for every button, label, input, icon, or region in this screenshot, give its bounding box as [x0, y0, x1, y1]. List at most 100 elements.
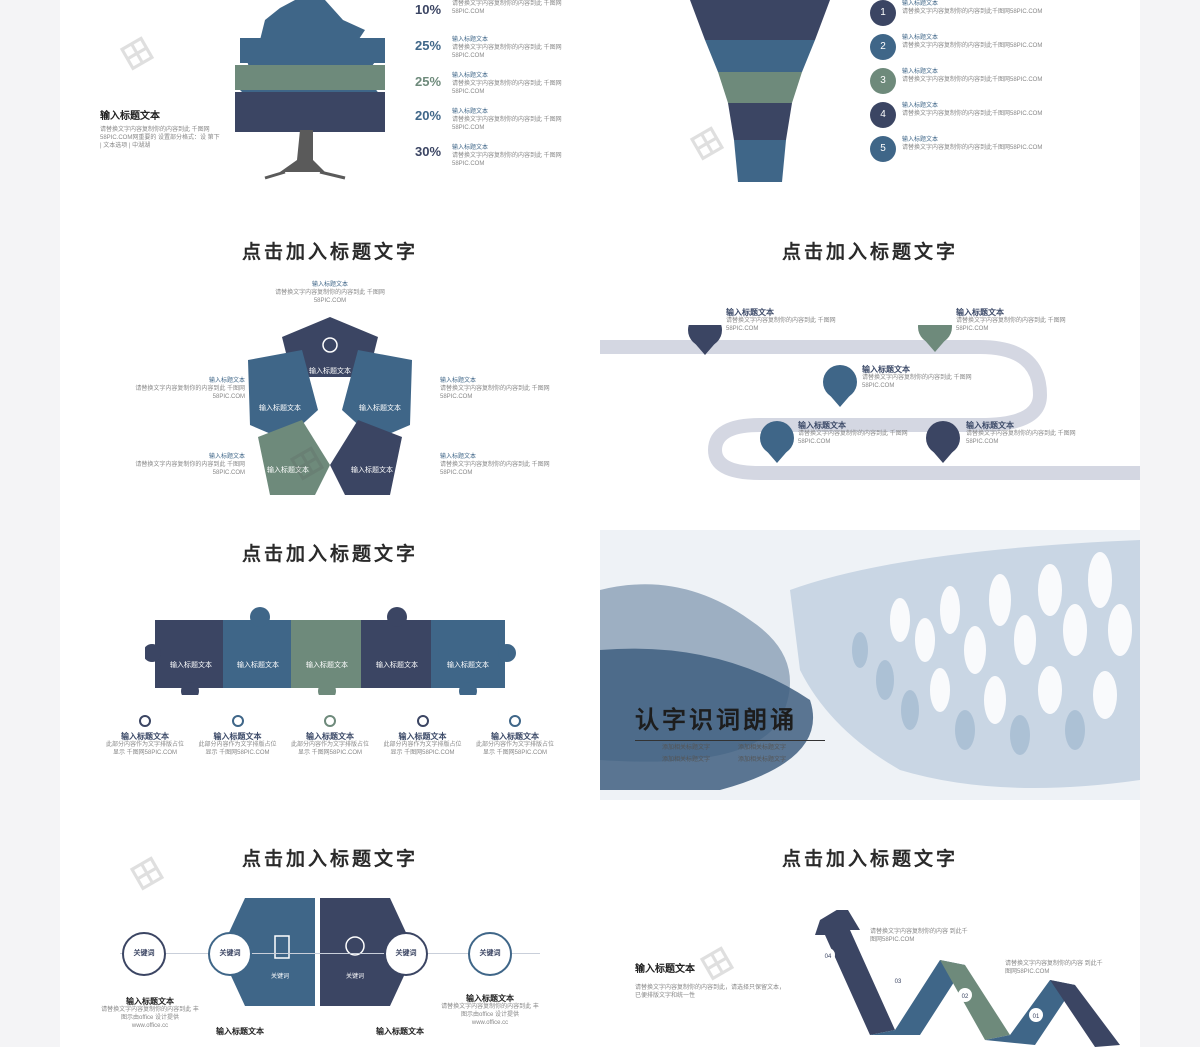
- slide-arrow[interactable]: 点击加入标题文字 04 03 02 01 请替换文字内容复制你的内容 到此千图网…: [600, 830, 1140, 1047]
- slide-pentagon[interactable]: 点击加入标题文字 输入标题文本 请替换文字内容复制你的内容到此 千图网58PIC…: [60, 225, 600, 515]
- keyword-circle: 关键词: [208, 932, 252, 976]
- pentagon-side-label: 输入标题文本: [208, 454, 245, 460]
- slide-funnel[interactable]: 1 输入标题文本请替换文字内容复制你的内容到此千图网58PIC.COM 2 输入…: [600, 0, 1140, 205]
- tree-items: 请替换文字内容复制你的内容到此 千图网58PIC.COM 输入标题文本请替换文字…: [452, 0, 562, 180]
- puzzle-caption: 输入标题文本此部分内容作为文字排版占位 显示 千图网58PIC.COM: [475, 715, 555, 757]
- tree-item-desc: 请替换文字内容复制你的内容到此 千图网58PIC.COM: [452, 117, 562, 131]
- slide-title: 点击加入标题文字: [241, 848, 418, 870]
- funnel-icon: [690, 0, 830, 182]
- tree-item-title: 输入标题文本: [452, 73, 489, 79]
- road-desc: 请替换文字内容复制你的内容到此 千图网58PIC.COM: [798, 431, 908, 445]
- tree-desc: 请替换文字内容复制你的内容到此 千图网58PIC.COM网重要的 设置部分格式：…: [100, 127, 220, 149]
- road-item: 输入标题文本请替换文字内容复制你的内容到此 千图网58PIC.COM: [862, 366, 972, 390]
- slide-tree[interactable]: 输入标题文本 请替换文字内容复制你的内容到此 千图网58PIC.COM网重要的 …: [60, 0, 600, 205]
- hexa-url: www.office.cc: [131, 1023, 169, 1029]
- slide-puzzle[interactable]: 点击加入标题文字 输入标题文本 输入标题文本 输入标题文本 输入标题文本 输入标…: [60, 525, 600, 815]
- arrow-step: 01: [1033, 1014, 1040, 1020]
- step-number: 5: [870, 136, 896, 162]
- slide-road[interactable]: 点击加入标题文字 输入标题文本请替换文字内容复制你的内容到此 千图网58PIC.…: [600, 225, 1140, 515]
- tree-item-title: 输入标题文本: [452, 37, 489, 43]
- slide-cover[interactable]: 认字识词朗诵 添加相关标题文字 添加相关标题文字 添加相关标题文字 添加相关标题…: [600, 530, 1140, 800]
- pentagon-side-label: 输入标题文本: [440, 378, 477, 384]
- cover-title: 认字识词朗诵: [635, 705, 797, 734]
- tree-item-desc: 请替换文字内容复制你的内容到此 千图网58PIC.COM: [452, 81, 562, 95]
- funnel-item: 5 输入标题文本请替换文字内容复制你的内容到此千图网58PIC.COM: [870, 136, 1042, 170]
- pentagon-diagram: 输入标题文本 输入标题文本 输入标题文本 输入标题文本 输入标题文本: [248, 317, 412, 495]
- arrow-step: 02: [962, 994, 969, 1000]
- road-item: 输入标题文本请替换文字内容复制你的内容到此 千图网58PIC.COM: [726, 309, 836, 333]
- pentagon-side-label: 输入标题文本: [208, 378, 245, 384]
- road-item: 输入标题文本请替换文字内容复制你的内容到此 千图网58PIC.COM: [956, 309, 1066, 333]
- hexagon-diagram: 关键词 关键词: [220, 898, 415, 1006]
- pentagon-inner-label: 输入标题文本: [267, 465, 309, 474]
- road-desc: 请替换文字内容复制你的内容到此 千图网58PIC.COM: [726, 318, 836, 332]
- pin-icon: [823, 365, 857, 407]
- funnel-item-title: 输入标题文本: [902, 103, 939, 109]
- pct-value: 30%: [415, 144, 442, 159]
- road-label: 输入标题文本: [798, 421, 846, 430]
- pentagon-side-desc: 请替换文字内容复制你的内容到此 千图网58PIC.COM: [440, 462, 550, 476]
- pin-icon: [760, 421, 794, 463]
- pentagon-left-top: 输入标题文本 请替换文字内容复制你的内容到此 千图网58PIC.COM: [135, 377, 245, 401]
- funnel-items: 1 输入标题文本请替换文字内容复制你的内容到此千图网58PIC.COM 2 输入…: [870, 0, 1042, 170]
- slide-title: 点击加入标题文字: [241, 543, 418, 565]
- road-label: 输入标题文本: [966, 421, 1014, 430]
- hexa-item: 输入标题文本: [190, 1028, 290, 1036]
- pct-value: 10%: [415, 2, 442, 17]
- hexagon-keyword: 关键词: [271, 972, 289, 980]
- road-item: 输入标题文本请替换文字内容复制你的内容到此 千图网58PIC.COM: [798, 422, 908, 446]
- cover-sub: 添加相关标题文字: [738, 745, 787, 751]
- cover-divider: [635, 740, 825, 741]
- pentagon-top-desc: 请替换文字内容复制你的内容到此 千图网58PIC.COM: [275, 290, 385, 304]
- hexa-item: 输入标题文本: [350, 1028, 450, 1036]
- puzzle-caption-label: 输入标题文本: [398, 732, 447, 741]
- puzzle-caption: 输入标题文本此部分内容作为文字排版占位 显示 千图网58PIC.COM: [383, 715, 463, 757]
- tree-icon: [235, 0, 385, 180]
- road-label: 输入标题文本: [726, 308, 774, 317]
- zigzag-arrow: 04 03 02 01: [815, 910, 1120, 1047]
- arrow-heading: 输入标题文本: [635, 964, 695, 975]
- pentagon-top-label: 输入标题文本: [311, 282, 348, 288]
- slide-title: 点击加入标题文字: [781, 241, 958, 263]
- puzzle-caption: 输入标题文本此部分内容作为文字排版占位 显示 千图网58PIC.COM: [290, 715, 370, 757]
- arrow-step: 04: [825, 954, 832, 960]
- puzzle-diagram: 输入标题文本 输入标题文本 输入标题文本 输入标题文本 输入标题文本: [145, 607, 516, 695]
- road-item: 输入标题文本请替换文字内容复制你的内容到此 千图网58PIC.COM: [966, 422, 1076, 446]
- pentagon-top-block: 输入标题文本 请替换文字内容复制你的内容到此 千图网58PIC.COM: [270, 281, 390, 305]
- pentagon-inner-label: 输入标题文本: [359, 403, 401, 412]
- puzzle-captions: 输入标题文本此部分内容作为文字排版占位 显示 千图网58PIC.COM 输入标题…: [105, 715, 555, 757]
- slide-hexagon[interactable]: 点击加入标题文字 关键词 关键词 关键词 关键词 关键词 关键词 输入标题文本请…: [60, 830, 600, 1047]
- keyword-circle: 关键词: [122, 932, 166, 976]
- hexagon-line: [120, 953, 540, 954]
- tree-heading: 输入标题文本: [100, 111, 160, 122]
- puzzle-caption-desc: 此部分内容作为文字排版占位 显示 千图网58PIC.COM: [290, 742, 369, 756]
- hexa-url: www.office.cc: [471, 1020, 509, 1026]
- cover-sub: 添加相关标题文字: [662, 745, 711, 751]
- pentagon-left-bottom: 输入标题文本 请替换文字内容复制你的内容到此 千图网58PIC.COM: [135, 453, 245, 477]
- pin-icon: [688, 325, 722, 355]
- hexa-label: 输入标题文本: [376, 1027, 424, 1036]
- step-number: 3: [870, 68, 896, 94]
- funnel-item-desc: 请替换文字内容复制你的内容到此千图网58PIC.COM: [902, 111, 1043, 117]
- slide-title: 点击加入标题文字: [781, 848, 958, 870]
- pin-icon: [926, 421, 960, 463]
- hexa-label: 输入标题文本: [466, 994, 514, 1003]
- arrow-note: 请替换文字内容复制你的内容 到此千图网58PIC.COM: [1005, 961, 1103, 975]
- road-diagram: [600, 325, 1140, 480]
- step-number: 1: [870, 0, 896, 26]
- step-number: 4: [870, 102, 896, 128]
- pentagon-side-desc: 请替换文字内容复制你的内容到此 千图网58PIC.COM: [440, 386, 550, 400]
- puzzle-piece-label: 输入标题文本: [170, 660, 212, 669]
- radio-icon: [509, 715, 521, 727]
- pentagon-side-label: 输入标题文本: [440, 454, 477, 460]
- puzzle-caption-desc: 此部分内容作为文字排版占位 显示 千图网58PIC.COM: [198, 742, 277, 756]
- puzzle-caption-label: 输入标题文本: [491, 732, 539, 741]
- cover-sub: 添加相关标题文字: [738, 757, 787, 763]
- pentagon-right-bottom: 输入标题文本 请替换文字内容复制你的内容到此 千图网58PIC.COM: [440, 453, 560, 477]
- puzzle-caption-desc: 此部分内容作为文字排版占位 显示 千图网58PIC.COM: [475, 742, 554, 756]
- road-desc: 请替换文字内容复制你的内容到此 千图网58PIC.COM: [966, 431, 1076, 445]
- tree-item-desc: 请替换文字内容复制你的内容到此 千图网58PIC.COM: [452, 1, 562, 15]
- puzzle-caption-label: 输入标题文本: [121, 732, 169, 741]
- pin-icon: [918, 325, 952, 352]
